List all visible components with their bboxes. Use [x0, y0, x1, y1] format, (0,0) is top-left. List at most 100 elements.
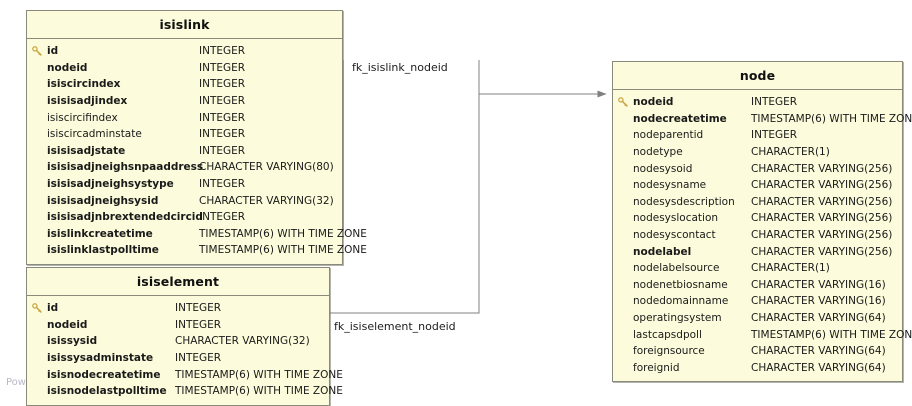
column-row[interactable]: nodeid INTEGER [27, 317, 329, 334]
column-type: INTEGER [199, 128, 246, 141]
column-row[interactable]: foreignsource CHARACTER VARYING(64) [613, 343, 902, 360]
column-type: TIMESTAMP(6) WITH TIME ZONE [199, 227, 367, 240]
relationship-label-fk-isislink-nodeid: fk_isislink_nodeid [352, 61, 448, 74]
column-row[interactable]: isisnodecreatetime TIMESTAMP(6) WITH TIM… [27, 366, 343, 383]
column-name: nodeparentid [633, 129, 704, 142]
column-row[interactable]: isisisadjstate INTEGER [27, 143, 342, 160]
column-row[interactable]: nodenetbiosname CHARACTER VARYING(16) [613, 277, 902, 294]
column-row[interactable]: isislinkcreatetime TIMESTAMP(6) WITH TIM… [27, 226, 367, 243]
column-row[interactable]: isisisadjneighsnpaaddress CHARACTER VARY… [27, 159, 342, 176]
column-row[interactable]: nodetype CHARACTER(1) [613, 144, 902, 161]
primary-key-icon [613, 96, 633, 108]
entity-columns-isislink: id INTEGER nodeid INTEGER isiscircindex … [27, 39, 367, 264]
column-name: isissysid [47, 335, 98, 348]
column-row[interactable]: isisisadjindex INTEGER [27, 93, 342, 110]
column-row[interactable]: nodeid INTEGER [27, 60, 342, 77]
column-row[interactable]: isissysadminstate INTEGER [27, 350, 329, 367]
column-type: CHARACTER VARYING(256) [751, 162, 893, 175]
column-type: CHARACTER VARYING(64) [751, 361, 886, 374]
column-row[interactable]: isiscircifindex INTEGER [27, 109, 342, 126]
column-row[interactable]: isiscircadminstate INTEGER [27, 126, 342, 143]
column-name: isisnodelastpolltime [47, 385, 167, 398]
column-name: nodeid [47, 318, 88, 331]
column-type: TIMESTAMP(6) WITH TIME ZONE [751, 112, 912, 125]
column-row[interactable]: nodesyscontact CHARACTER VARYING(256) [613, 227, 902, 244]
column-type: CHARACTER VARYING(32) [175, 335, 310, 348]
column-name: nodesysoid [633, 162, 693, 175]
column-row[interactable]: nodeparentid INTEGER [613, 127, 902, 144]
column-row[interactable]: foreignid CHARACTER VARYING(64) [613, 360, 902, 377]
column-type: CHARACTER VARYING(256) [751, 229, 893, 242]
column-name: isislinkcreatetime [47, 227, 153, 240]
entity-table-isiselement[interactable]: isiselement id INTEGER nodeid INTEGER [26, 267, 343, 406]
column-row[interactable]: id INTEGER [27, 43, 342, 60]
column-type: CHARACTER VARYING(32) [199, 194, 334, 207]
primary-key-icon [27, 302, 47, 314]
column-name: isisisadjneighsystype [47, 178, 174, 191]
column-name: nodesyslocation [633, 212, 719, 225]
connector-fk-isislink-nodeid[interactable] [342, 60, 607, 238]
column-type: INTEGER [199, 111, 246, 124]
column-type: TIMESTAMP(6) WITH TIME ZONE [175, 368, 343, 381]
column-type: INTEGER [199, 78, 246, 91]
column-type: INTEGER [751, 96, 798, 109]
column-type: CHARACTER VARYING(80) [199, 161, 334, 174]
column-row[interactable]: isisisadjnbrextendedcircid INTEGER [27, 209, 342, 226]
column-name: isiscircifindex [47, 111, 118, 124]
column-row[interactable]: operatingsystem CHARACTER VARYING(64) [613, 310, 902, 327]
column-type: INTEGER [751, 129, 798, 142]
primary-key-icon [27, 45, 47, 57]
column-name: nodesysname [633, 179, 707, 192]
column-name: isisisadjstate [47, 144, 126, 157]
column-name: isislinklastpolltime [47, 244, 159, 257]
column-row[interactable]: nodelabel CHARACTER VARYING(256) [613, 243, 902, 260]
entity-columns-isiselement: id INTEGER nodeid INTEGER isissysid CHAR… [27, 296, 343, 405]
column-type: TIMESTAMP(6) WITH TIME ZONE [751, 328, 912, 341]
column-type: CHARACTER(1) [751, 262, 830, 275]
column-type: CHARACTER VARYING(64) [751, 345, 886, 358]
column-type: INTEGER [199, 61, 246, 74]
column-row[interactable]: nodesysdescription CHARACTER VARYING(256… [613, 194, 902, 211]
column-type: TIMESTAMP(6) WITH TIME ZONE [175, 385, 343, 398]
column-row[interactable]: nodesyslocation CHARACTER VARYING(256) [613, 210, 902, 227]
column-type: CHARACTER VARYING(16) [751, 295, 886, 308]
column-type: INTEGER [199, 144, 246, 157]
column-name: isisisadjneighsnpaaddress [47, 161, 204, 174]
column-name: isisisadjneighsysid [47, 194, 159, 207]
column-type: CHARACTER(1) [751, 146, 830, 159]
column-row[interactable]: isisisadjneighsystype INTEGER [27, 176, 342, 193]
column-row[interactable]: isislinklastpolltime TIMESTAMP(6) WITH T… [27, 242, 367, 259]
watermark-text: Pow [6, 377, 26, 388]
column-row[interactable]: nodesysname CHARACTER VARYING(256) [613, 177, 902, 194]
column-row[interactable]: nodelabelsource CHARACTER(1) [613, 260, 902, 277]
column-row[interactable]: isisnodelastpolltime TIMESTAMP(6) WITH T… [27, 383, 343, 400]
connector-fk-isiselement-nodeid[interactable] [330, 60, 480, 314]
column-row[interactable]: isissysid CHARACTER VARYING(32) [27, 333, 329, 350]
column-row[interactable]: nodesysoid CHARACTER VARYING(256) [613, 160, 902, 177]
entity-title-isiselement: isiselement [27, 268, 329, 296]
column-type: INTEGER [199, 178, 246, 191]
column-name: nodedomainname [633, 295, 729, 308]
column-type: INTEGER [199, 211, 246, 224]
column-type: CHARACTER VARYING(256) [751, 212, 893, 225]
entity-title-node: node [613, 62, 902, 90]
column-row[interactable]: nodeid INTEGER [613, 94, 902, 111]
column-name: id [47, 302, 59, 315]
column-type: CHARACTER VARYING(64) [751, 312, 886, 325]
entity-table-isislink[interactable]: isislink id INTEGER nodeid INTEGER [26, 10, 367, 265]
column-name: nodeid [633, 96, 674, 109]
column-row[interactable]: nodecreatetime TIMESTAMP(6) WITH TIME ZO… [613, 111, 912, 128]
column-type: INTEGER [199, 95, 246, 108]
column-row[interactable]: nodedomainname CHARACTER VARYING(16) [613, 293, 902, 310]
column-row[interactable]: isisisadjneighsysid CHARACTER VARYING(32… [27, 192, 342, 209]
column-row[interactable]: isiscircindex INTEGER [27, 76, 342, 93]
column-type: TIMESTAMP(6) WITH TIME ZONE [199, 244, 367, 257]
column-name: nodecreatetime [633, 112, 727, 125]
entity-table-node[interactable]: node nodeid INTEGER nodecreatetime TIMES… [612, 61, 912, 383]
column-type: INTEGER [175, 318, 222, 331]
column-row[interactable]: id INTEGER [27, 300, 329, 317]
column-name: nodenetbiosname [633, 278, 728, 291]
column-row[interactable]: lastcapsdpoll TIMESTAMP(6) WITH TIME ZON… [613, 326, 912, 343]
column-name: isiscircindex [47, 78, 121, 91]
